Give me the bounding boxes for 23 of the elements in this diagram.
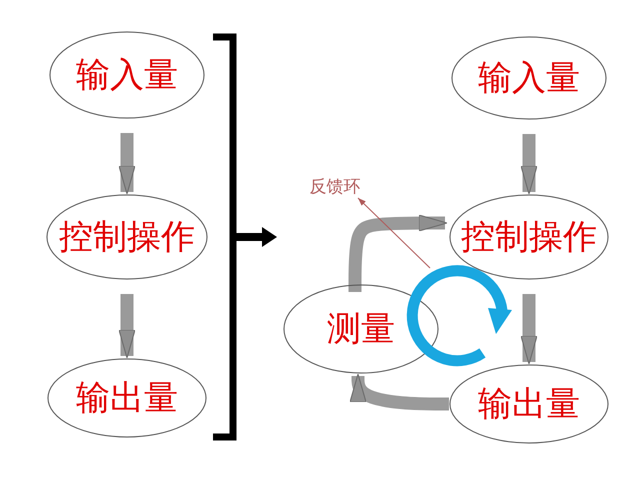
process-ellipse xyxy=(283,284,439,374)
process-ellipse xyxy=(46,194,208,280)
process-ellipse xyxy=(47,358,207,438)
block-arrow xyxy=(520,134,538,194)
process-ellipse xyxy=(451,36,607,120)
process-ellipse xyxy=(449,194,609,280)
process-ellipse xyxy=(449,364,609,444)
block-arrow xyxy=(118,133,136,194)
node-label: 控制操作 xyxy=(59,220,195,254)
feedback-loop-label: 反馈环 xyxy=(310,178,360,196)
cycle-arrow-icon xyxy=(408,262,512,366)
node-label: 输入量 xyxy=(76,58,178,92)
node-label: 测量 xyxy=(327,312,395,346)
node-label: 控制操作 xyxy=(461,220,597,254)
block-arrow xyxy=(348,214,448,292)
node-label: 输出量 xyxy=(478,387,580,421)
node-label: 输出量 xyxy=(76,381,178,415)
block-arrow xyxy=(520,294,538,364)
leader-line xyxy=(358,198,430,268)
block-arrow xyxy=(118,294,136,358)
process-ellipse xyxy=(49,31,205,119)
block-arrow xyxy=(350,372,449,410)
node-label: 输入量 xyxy=(478,61,580,95)
